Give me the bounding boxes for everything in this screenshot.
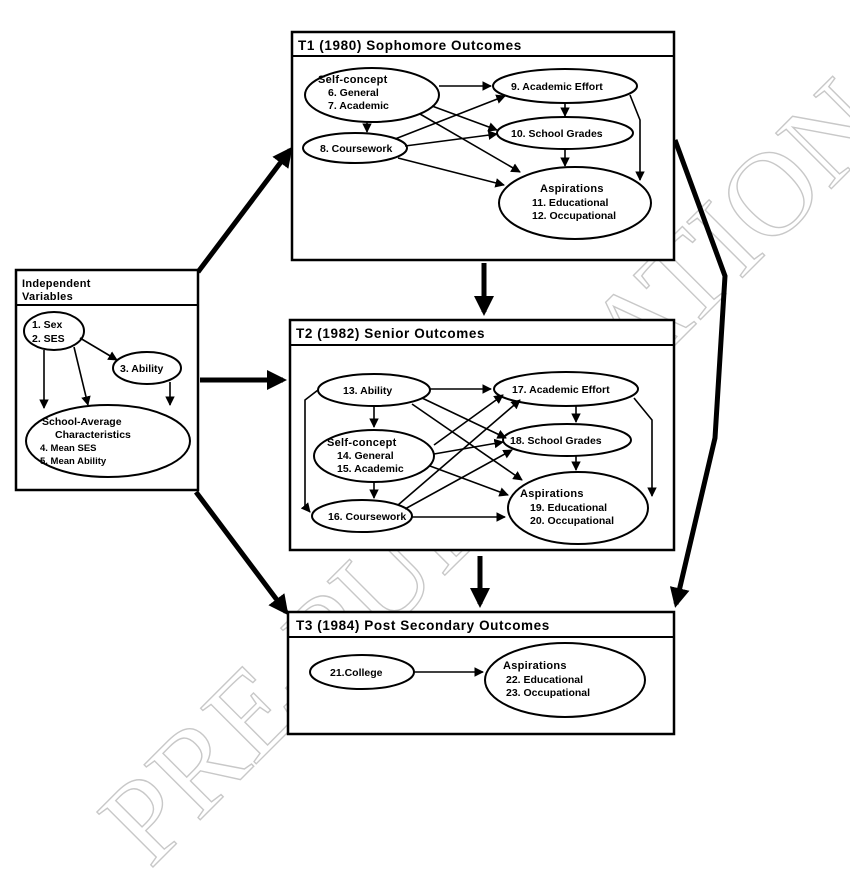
label-t1-self-concept: Self-concept [318, 74, 388, 86]
t3-box: T3 (1984) Post Secondary Outcomes 21.Col… [286, 610, 676, 736]
label-t1-coursework: 8. Coursework [320, 143, 393, 155]
node-t2-coursework [311, 499, 413, 533]
label-ses: 2. SES [32, 333, 65, 345]
label-t2-general: 14. General [337, 450, 394, 462]
label-t1-effort: 9. Academic Effort [511, 81, 603, 93]
label-sex: 1. Sex [32, 319, 63, 331]
independent-variables-box: Independent Variables 1. Sex 2. SES 3. A… [14, 268, 200, 492]
label-mean-ability: 5. Mean Ability [40, 456, 107, 467]
node-ability [112, 351, 182, 385]
node-school-average [25, 404, 191, 478]
label-t2-occupational: 20. Occupational [530, 515, 614, 527]
label-t1-occupational: 12. Occupational [532, 210, 616, 222]
independent-title-2: Variables [22, 291, 73, 303]
label-t1-aspirations: Aspirations [540, 183, 604, 195]
label-t2-ability: 13. Ability [343, 385, 392, 397]
t3-title: T3 (1984) Post Secondary Outcomes [296, 618, 550, 633]
arrow-t1-to-t3 [669, 139, 728, 608]
time-arrows [194, 139, 728, 616]
node-t2-effort [493, 371, 639, 407]
label-t3-occupational: 23. Occupational [506, 687, 590, 699]
label-t1-general: 6. General [328, 87, 379, 99]
label-ability: 3. Ability [120, 363, 164, 375]
node-t1-self-concept [304, 67, 440, 123]
label-t2-academic: 15. Academic [337, 463, 404, 475]
label-t1-academic: 7. Academic [328, 100, 389, 112]
label-t1-educational: 11. Educational [532, 197, 609, 209]
label-mean-ses: 4. Mean SES [40, 443, 97, 454]
label-t3-educational: 22. Educational [506, 674, 583, 686]
t1-box: T1 (1980) Sophomore Outcomes Self-concep… [290, 30, 676, 262]
label-t2-effort: 17. Academic Effort [512, 384, 610, 396]
label-characteristics: Characteristics [55, 429, 131, 441]
t2-title: T2 (1982) Senior Outcomes [296, 326, 485, 341]
node-t2-aspirations [507, 471, 649, 545]
label-t3-aspirations: Aspirations [503, 660, 567, 672]
independent-title-1: Independent [22, 278, 91, 290]
arrow-indep-to-t3 [194, 490, 289, 616]
t1-title: T1 (1980) Sophomore Outcomes [298, 38, 522, 53]
label-t2-coursework: 16. Coursework [328, 511, 406, 523]
label-t1-grades: 10. School Grades [511, 128, 603, 140]
label-t2-aspirations: Aspirations [520, 488, 584, 500]
label-school-average: School-Average [42, 416, 122, 428]
label-t3-college: 21.College [330, 667, 383, 679]
label-t2-grades: 18. School Grades [510, 435, 602, 447]
t2-box: T2 (1982) Senior Outcomes 13. Ability Se… [288, 318, 676, 552]
node-sex-ses [23, 311, 85, 351]
node-t1-coursework [302, 132, 408, 164]
label-t2-educational: 19. Educational [530, 502, 607, 514]
label-t2-self-concept: Self-concept [327, 437, 397, 449]
node-t3-aspirations [484, 642, 646, 718]
arrow-indep-to-t1 [196, 146, 293, 274]
node-t1-aspirations [498, 166, 652, 240]
